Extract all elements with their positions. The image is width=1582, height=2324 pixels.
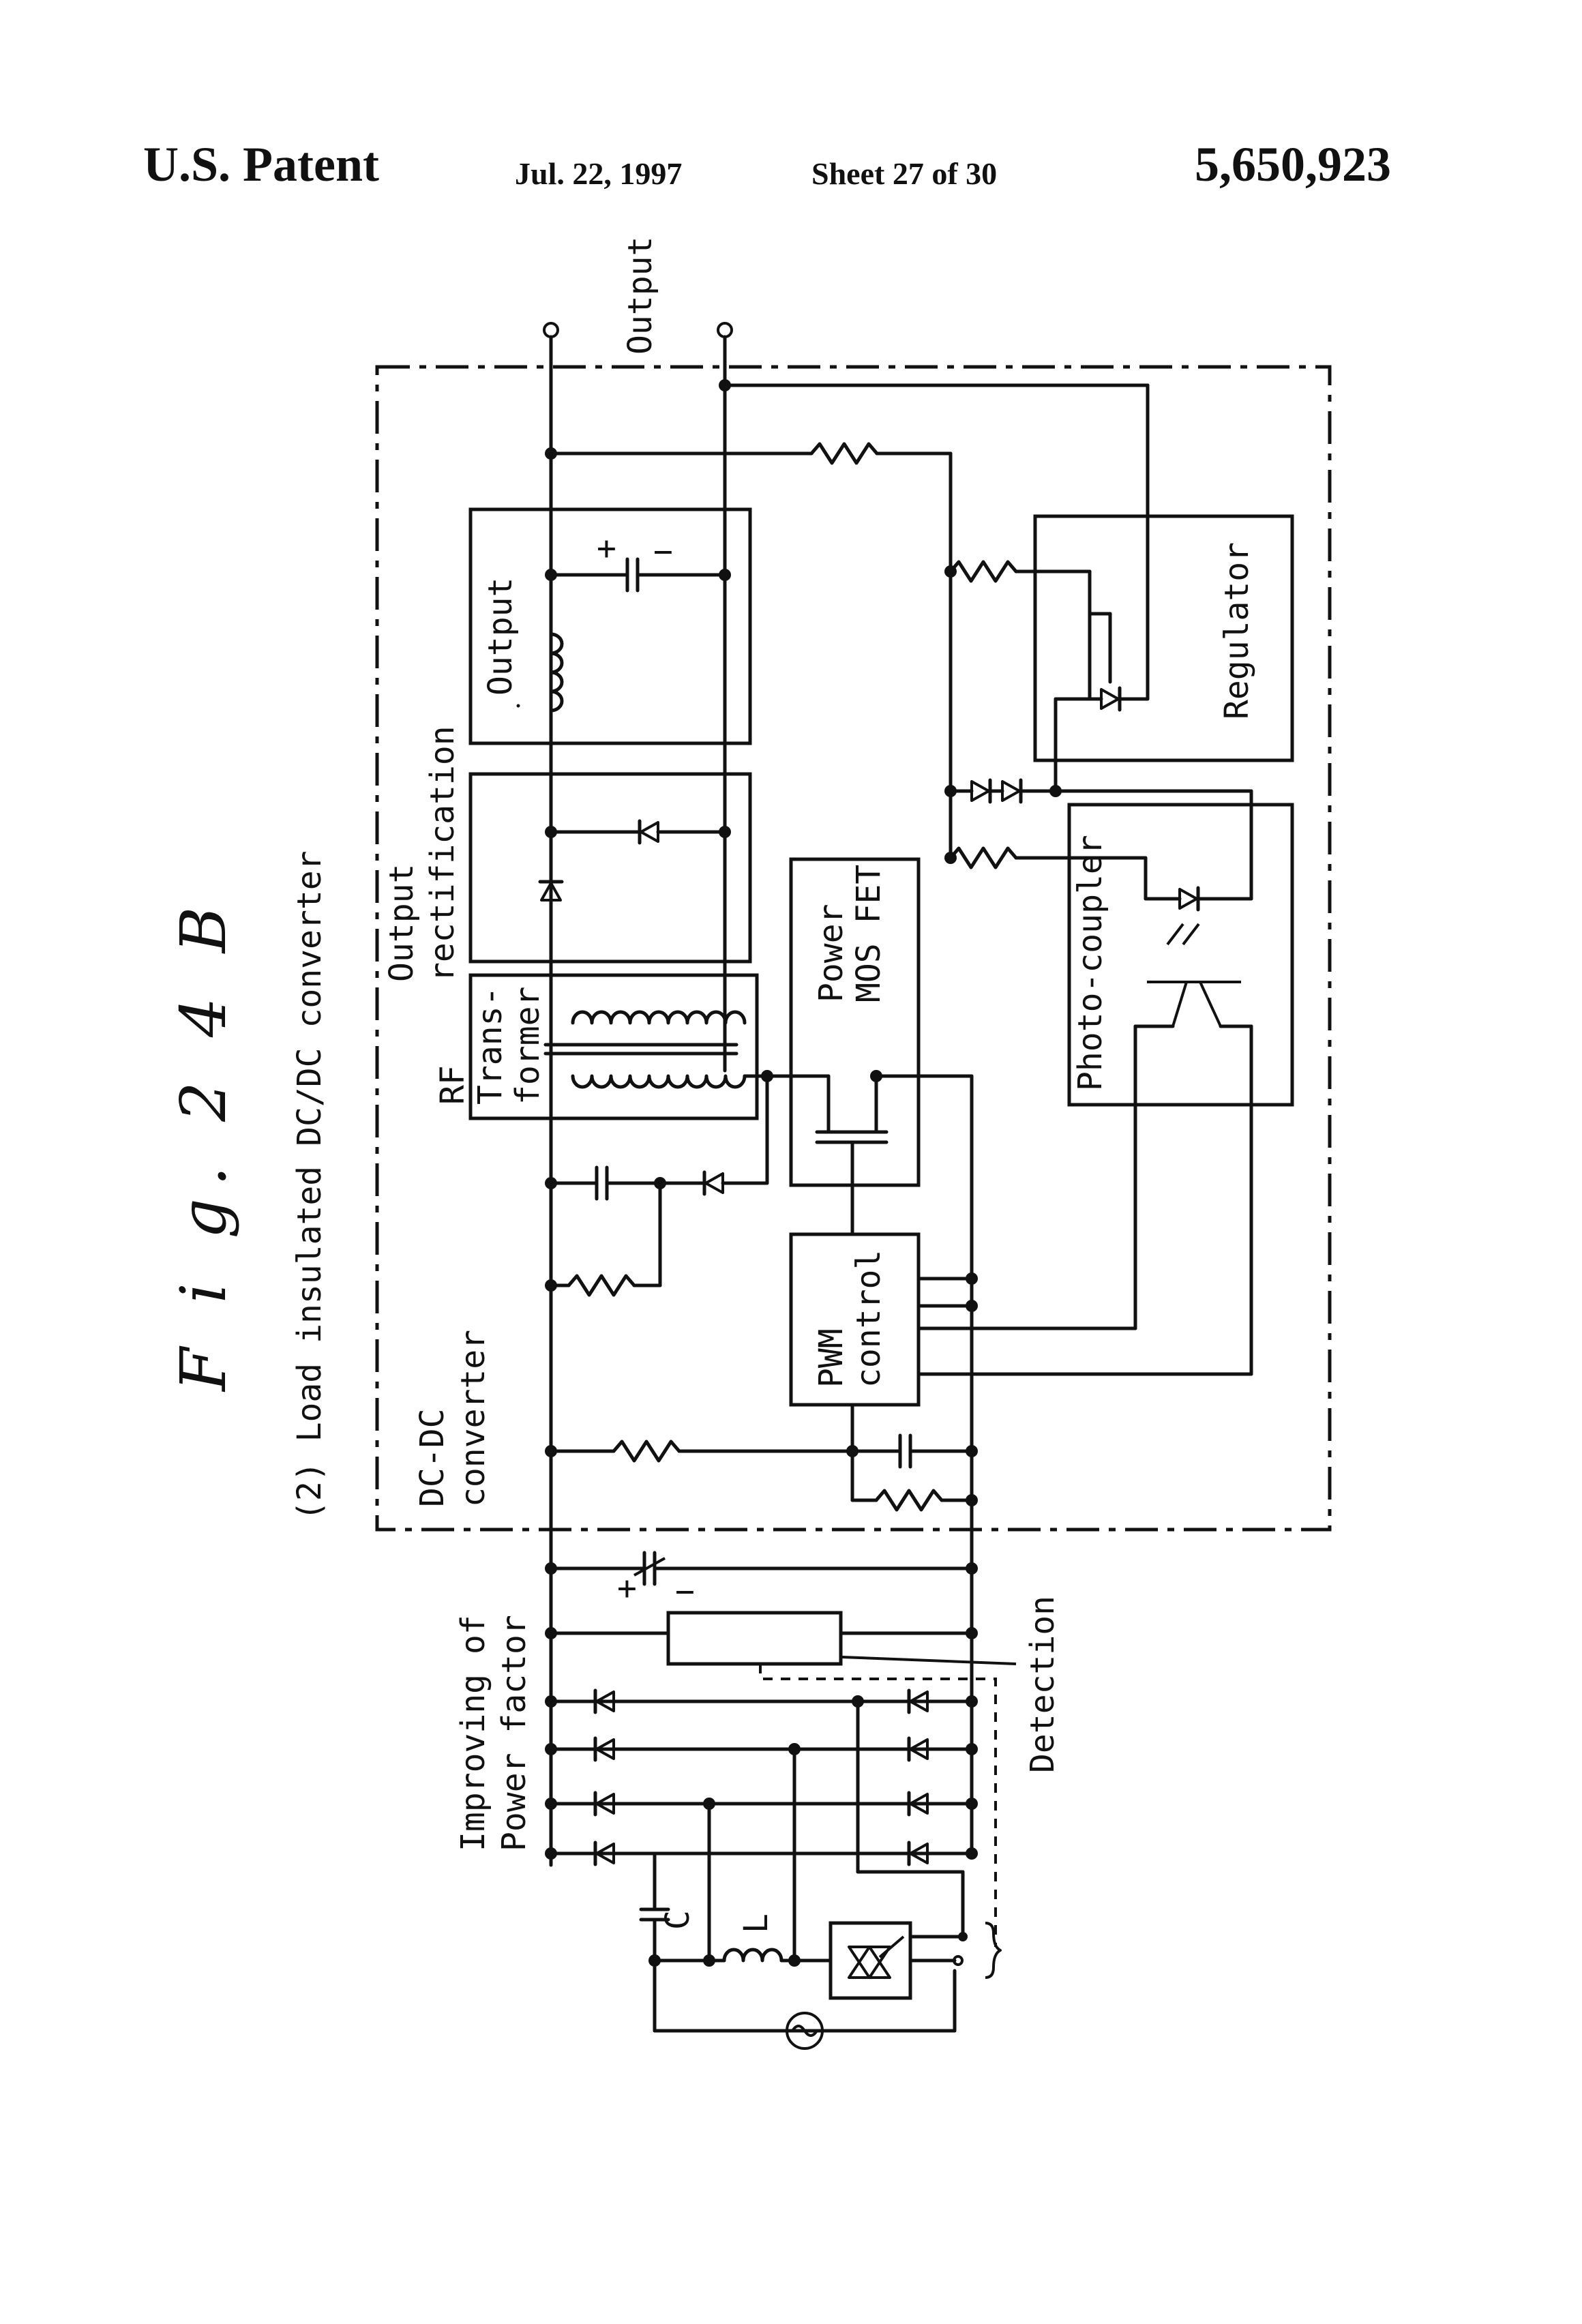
- output-terminals: Output: [544, 237, 732, 1568]
- output-rectification-label-1: Output: [383, 864, 421, 982]
- figure-subtitle: (2) Load insulated DC/DC converter: [290, 850, 329, 1521]
- ind-l-label: L: [737, 1913, 775, 1933]
- ac-input-section: C L: [641, 1853, 1000, 2049]
- mosfet-label-2: MOS FET: [850, 865, 888, 1002]
- detection-label: Detection: [1024, 1596, 1062, 1773]
- cap-plus: +: [597, 529, 616, 567]
- cap-minus: −: [653, 533, 673, 571]
- pfc-label-2: Power factor: [495, 1615, 533, 1851]
- regulator-diode: [1056, 614, 1148, 710]
- regulator-label: Regulator: [1218, 542, 1256, 719]
- pfc-controller: Detection Improving of Power factor: [454, 1596, 1062, 1947]
- dcdc-label-1: DC-DC: [413, 1409, 451, 1508]
- transformer-windings: [546, 1012, 773, 1087]
- snubber-network: [545, 1076, 767, 1295]
- output-rectification-internals: [540, 821, 731, 900]
- output-rectification-block: [471, 774, 750, 962]
- bulk-minus: −: [675, 1573, 695, 1611]
- output-filter-label: Output: [481, 578, 520, 696]
- pwm-label-2: control: [850, 1250, 888, 1388]
- pfc-label-1: Improving of: [454, 1615, 492, 1851]
- photocoupler-label: Photo-coupler: [1071, 835, 1109, 1091]
- pwm-wiring: [545, 1272, 1251, 1510]
- figure-label: F i g. 2 4 B: [167, 895, 240, 1392]
- transformer-label-3: former: [509, 987, 547, 1105]
- output-filter-internals: + −: [545, 529, 731, 711]
- output-terminal-label: Output: [621, 237, 659, 355]
- dcdc-label-2: converter: [454, 1330, 492, 1507]
- pwm-label-1: PWM: [812, 1328, 850, 1388]
- mosfet-label-1: Power: [812, 904, 850, 1003]
- cap-c-label: C: [659, 1910, 697, 1930]
- photocoupler-internals: [1135, 888, 1251, 1374]
- bulk-plus: +: [617, 1569, 637, 1607]
- transformer-label-1: RF: [434, 1065, 472, 1105]
- transformer-label-2: Trans-: [471, 987, 509, 1105]
- output-rectification-label-2: rectification: [423, 726, 462, 982]
- feedback-wiring: [545, 379, 1251, 899]
